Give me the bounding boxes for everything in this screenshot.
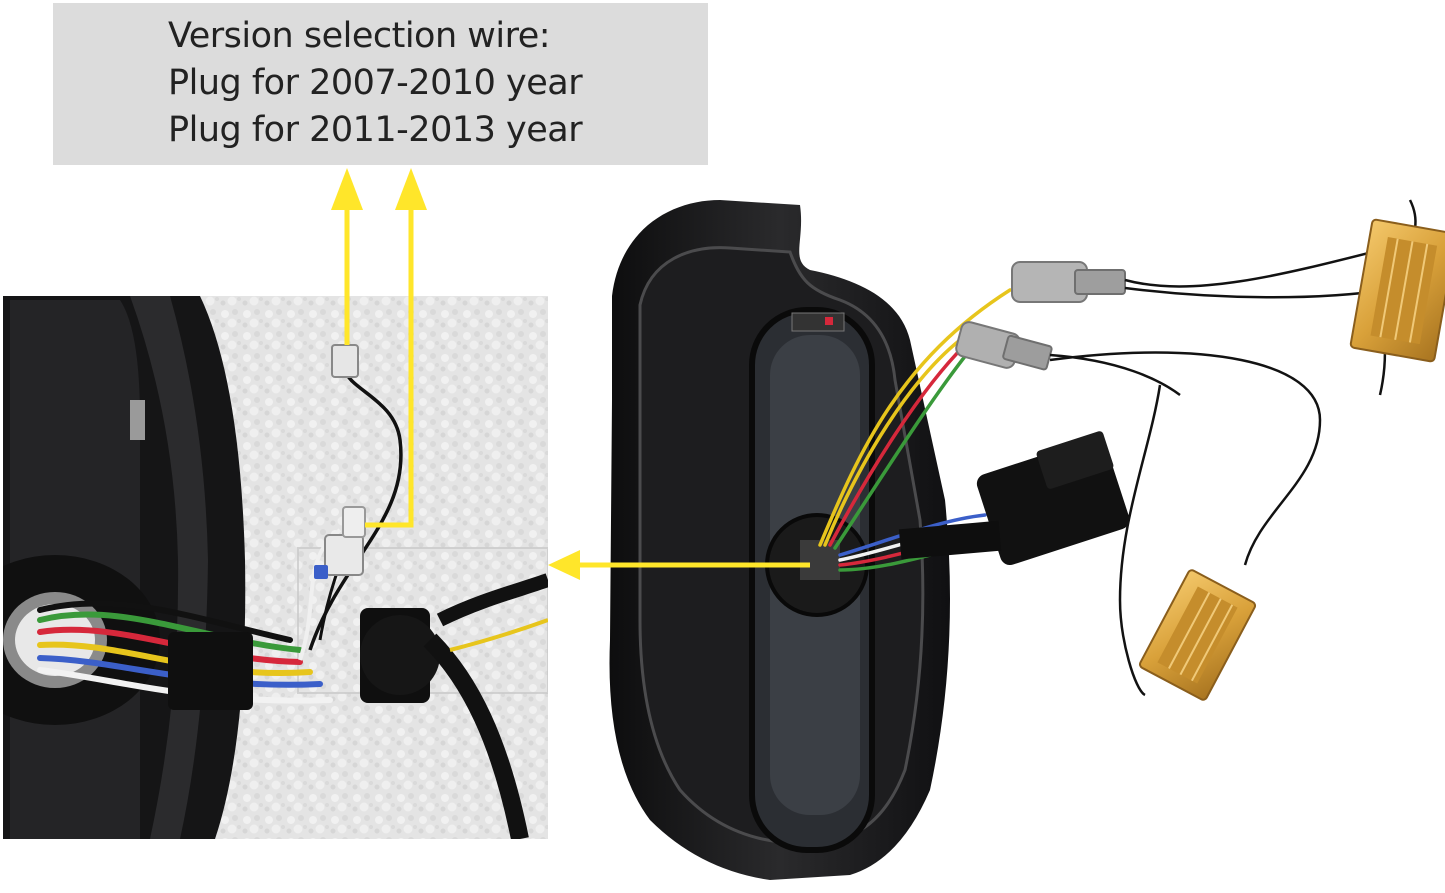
callout-line-2011-2013: Plug for 2011-2013 year bbox=[168, 110, 583, 150]
tail-lamp-photo bbox=[609, 200, 1130, 880]
callout-title: Version selection wire: bbox=[168, 16, 551, 56]
arrow-2011-2013 bbox=[365, 205, 414, 528]
arrow-to-closeup-head bbox=[548, 550, 580, 580]
arrow-2011-2013-head bbox=[395, 168, 427, 210]
load-resistor-assembly bbox=[955, 199, 1445, 701]
arrow-2007-2010-head bbox=[331, 168, 363, 210]
callout-line-2007-2010: Plug for 2007-2010 year bbox=[168, 63, 583, 103]
closeup-photo bbox=[3, 296, 548, 839]
pointer-arrows bbox=[331, 168, 810, 580]
version-selection-callout: Version selection wire: Plug for 2007-20… bbox=[53, 3, 708, 165]
